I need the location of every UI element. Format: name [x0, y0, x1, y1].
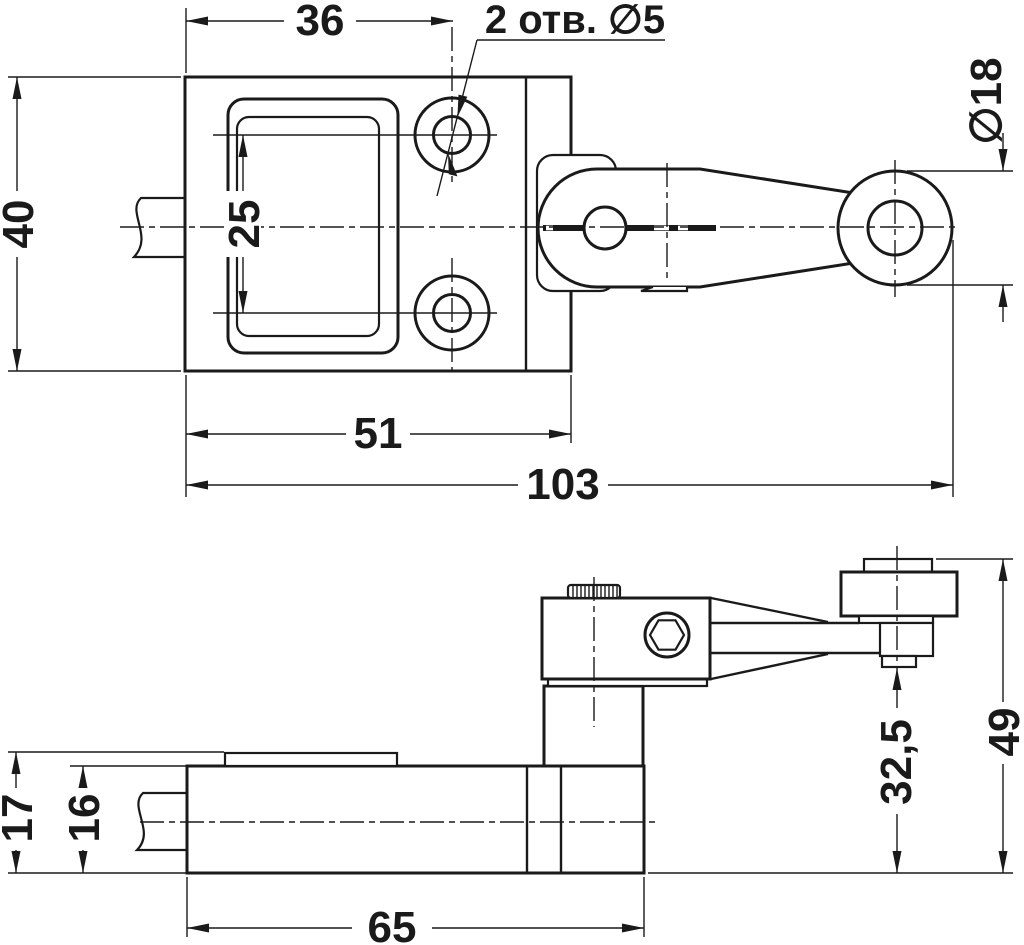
dim-40-text: 40 [0, 200, 43, 249]
holes-callout-text: 2 отв. ∅5 [485, 0, 665, 42]
lever-tab [640, 285, 689, 293]
clamp-slot [543, 225, 716, 231]
dim-36-text: 36 [296, 0, 345, 45]
dim-25: 25 [220, 135, 269, 313]
dim-103: 103 [186, 460, 953, 509]
roller-side-view [839, 570, 959, 618]
dim-40: 40 [0, 77, 43, 371]
dim-49-text: 49 [980, 708, 1024, 757]
dim-51-text: 51 [354, 409, 403, 458]
base-body [185, 764, 646, 875]
side-view [134, 557, 959, 875]
axle-block [878, 621, 935, 658]
slot-gap-2 [654, 225, 669, 231]
dim-25-text: 25 [220, 200, 269, 249]
dim-32-5-text: 32,5 [872, 719, 921, 805]
pivot-screw [582, 205, 628, 251]
slot-gap-3 [678, 225, 688, 231]
dim-51: 51 [186, 409, 571, 458]
slot-gap-1 [546, 225, 553, 231]
axle-bottom-nut [880, 654, 918, 669]
extension-lines [8, 8, 1013, 937]
holes-callout: 2 отв. ∅5 [436, 0, 665, 197]
dim-roller-diameter-text: ∅18 [962, 57, 1011, 144]
dim-16: 16 [60, 766, 109, 873]
dim-17-text: 17 [0, 794, 42, 843]
dim-32-5: 32,5 [872, 668, 921, 873]
dim-16-text: 16 [60, 794, 109, 843]
dim-103-text: 103 [526, 460, 599, 509]
base-cover-plate [223, 751, 399, 768]
dim-65: 65 [187, 903, 644, 945]
dim-65-text: 65 [368, 903, 417, 945]
dim-49: 49 [980, 559, 1024, 873]
dim-17: 17 [0, 752, 42, 873]
dim-roller-diameter: ∅18 [962, 57, 1011, 322]
roller-top-washer [862, 557, 934, 574]
dim-36: 36 [186, 0, 453, 45]
hex-socket [648, 619, 686, 651]
arm-wedge-bottom [710, 652, 829, 681]
arm-wedge-top [710, 596, 829, 624]
